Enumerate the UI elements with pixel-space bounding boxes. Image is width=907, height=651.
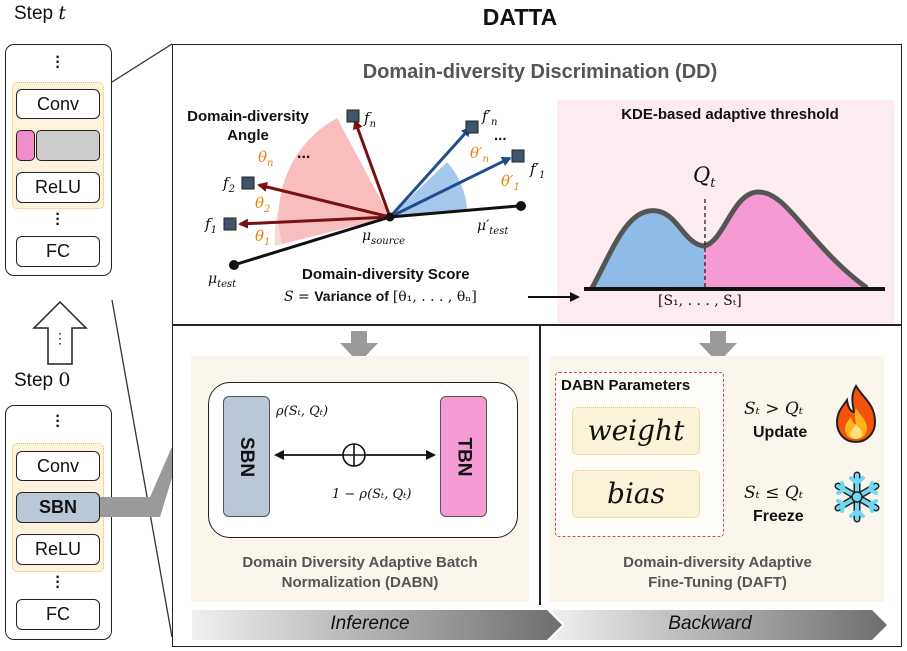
rho-top-label: ρ(Sₜ, Qₜ) bbox=[276, 404, 329, 419]
fc-layer-bottom: FC bbox=[16, 599, 100, 630]
mu-test-prime-label: μ′test bbox=[477, 218, 509, 237]
inference-label: Inference bbox=[330, 613, 410, 634]
mix-arrow bbox=[274, 443, 436, 467]
f-1-prime-marker bbox=[511, 149, 525, 163]
dd-title: Domain-diversity Discrimination (DD) bbox=[362, 61, 718, 83]
sbn-block: SBN bbox=[223, 396, 270, 517]
domain-diversity-angle-diagram bbox=[223, 109, 885, 302]
arrow-f-1 bbox=[238, 215, 391, 229]
down-arrows bbox=[340, 331, 737, 363]
theta-1-prime-label: θ′1 bbox=[501, 172, 520, 193]
dabn-params-title: DABN Parameters bbox=[561, 377, 691, 394]
f-n-marker bbox=[346, 109, 360, 123]
up-arrow-dots: ⋮ bbox=[53, 330, 67, 346]
rho-bottom-label: 1 − ρ(Sₜ, Qₜ) bbox=[332, 487, 412, 502]
arrow-f-2 bbox=[257, 182, 391, 219]
conv-layer: Conv bbox=[16, 89, 100, 119]
bias-param: bias bbox=[572, 470, 700, 518]
norm-layer-pink bbox=[16, 130, 35, 161]
f-n-prime-label: f′n bbox=[482, 107, 498, 128]
arrow-f-n-prime bbox=[388, 126, 472, 219]
step-0-label: Step 0 bbox=[14, 369, 71, 391]
q-t-label: Qt bbox=[693, 163, 716, 192]
theta-2-label: θ2 bbox=[255, 194, 271, 215]
backward-label: Backward bbox=[668, 613, 752, 634]
weight-param: weight bbox=[572, 407, 700, 455]
theta-n-label: θn bbox=[258, 148, 274, 169]
vdots-bottom-1: ··· bbox=[55, 408, 61, 435]
relu-layer-bottom: ReLU bbox=[16, 534, 100, 565]
mu-source-point bbox=[385, 212, 395, 222]
arrow-mu-test-prime bbox=[389, 204, 519, 219]
ellipsis-blue: ... bbox=[494, 127, 507, 144]
score-title: Domain-diversity Score bbox=[302, 266, 470, 283]
fc-layer: FC bbox=[16, 236, 100, 267]
section-divider-v bbox=[539, 325, 541, 605]
vdots-top-2: ··· bbox=[55, 206, 61, 233]
mu-test-point bbox=[229, 260, 239, 270]
section-divider-h bbox=[172, 324, 902, 326]
step-t-label: Step t bbox=[14, 2, 67, 24]
sbn-layer: SBN bbox=[16, 492, 100, 523]
f-1-prime-label: f′1 bbox=[530, 160, 546, 181]
norm-layer-gray bbox=[36, 130, 100, 161]
freeze-condition: Sₜ ≤ Qₜ bbox=[744, 483, 804, 503]
step-up-arrow bbox=[32, 300, 88, 365]
f-n-label: fn bbox=[364, 109, 377, 130]
mu-test-label: μtest bbox=[208, 271, 237, 290]
f-2-label: f2 bbox=[223, 174, 235, 195]
ellipsis-red: ... bbox=[297, 145, 311, 162]
arrow-f-n bbox=[353, 119, 392, 218]
kde-title: KDE-based adaptive threshold bbox=[621, 106, 839, 123]
theta-1-label: θ1 bbox=[255, 227, 271, 248]
mu-source-label: μsource bbox=[362, 228, 406, 247]
f-2-marker bbox=[241, 176, 255, 190]
arrow-f-1-prime bbox=[389, 156, 512, 219]
update-label: Update bbox=[753, 424, 808, 441]
conv-layer-bottom: Conv bbox=[16, 451, 100, 481]
s-range-label: [S₁, . . . , Sₜ] bbox=[658, 293, 742, 309]
fire-icon bbox=[835, 384, 877, 444]
main-title: DATTA bbox=[482, 4, 558, 30]
vdots-top-1: ··· bbox=[55, 49, 61, 76]
f-n-prime-marker bbox=[465, 120, 479, 134]
f-1-label: f1 bbox=[205, 215, 217, 236]
tbn-block: TBN bbox=[440, 396, 487, 517]
freeze-label: Freeze bbox=[753, 508, 804, 525]
snowflake-icon bbox=[834, 471, 880, 523]
mu-test-prime-point bbox=[516, 201, 526, 211]
kde-curve bbox=[589, 189, 869, 291]
theta-n-prime-label: θ′n bbox=[470, 144, 489, 165]
arrow-mu-test bbox=[236, 215, 391, 266]
score-formula: S = Variance of [θ₁, . . . , θₙ] bbox=[284, 288, 477, 305]
kde-pink-area bbox=[704, 191, 867, 288]
f-1-marker bbox=[223, 217, 237, 231]
update-condition: Sₜ > Qₜ bbox=[744, 399, 804, 419]
relu-layer: ReLU bbox=[16, 172, 100, 203]
kde-blue-area bbox=[592, 210, 704, 288]
footer-bars bbox=[192, 610, 887, 640]
vdots-bottom-2: ··· bbox=[55, 569, 61, 596]
